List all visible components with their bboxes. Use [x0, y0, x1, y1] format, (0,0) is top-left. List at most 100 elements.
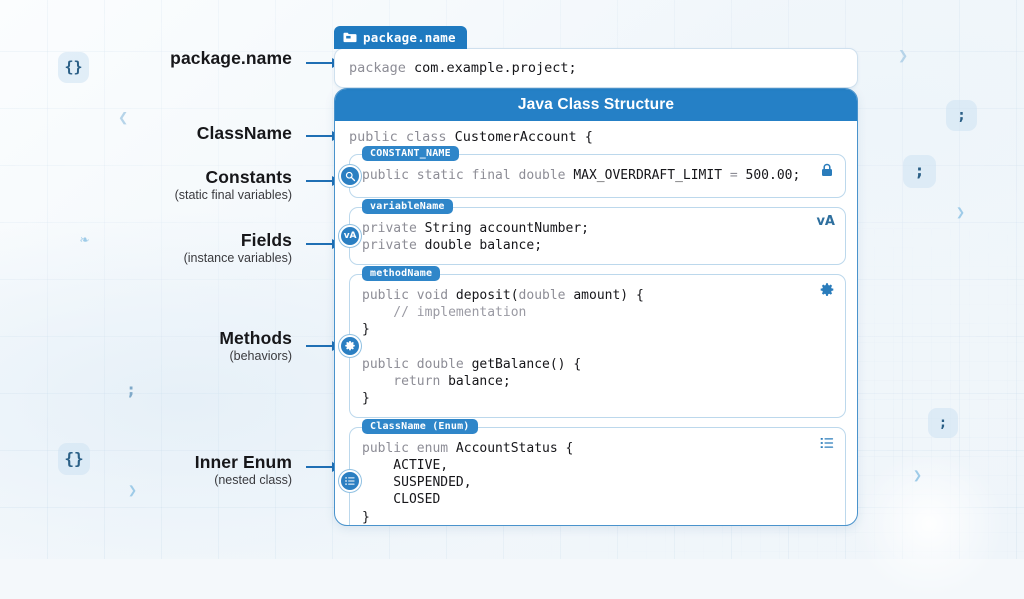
member-card[interactable]: ClassName (Enum) public enum AccountStatu… [339, 418, 846, 525]
code-token: } [362, 322, 370, 338]
code-token: MAX_OVERDRAFT_LIMIT [573, 168, 730, 183]
class-name-value: CustomerAccount { [446, 129, 593, 145]
annotation-title: Inner Enum [194, 452, 292, 472]
code-token: 500.00; [745, 168, 801, 183]
code-token: AccountStatus { [455, 440, 574, 456]
gear-icon [819, 282, 835, 298]
member-type-pill: methodName [362, 265, 441, 281]
code-line: } [362, 390, 811, 407]
code-token: ACTIVE, [362, 457, 449, 473]
decorative-glyph: {} [58, 52, 89, 83]
annotation-inner-enum: Inner Enum (nested class) [194, 452, 292, 488]
member-bullet-key-lock-icon[interactable] [339, 165, 361, 187]
gear-icon [345, 340, 355, 350]
code-token: getBalance() { [471, 356, 582, 372]
code-token: balance; [448, 373, 511, 389]
code-token: CLOSED [362, 492, 441, 508]
member-code: public static final double MAX_OVERDRAFT… [362, 167, 811, 184]
code-token: return [362, 373, 449, 389]
code-line: public enum AccountStatus { [362, 440, 811, 457]
code-line: SUSPENDED, [362, 474, 811, 491]
decorative-glyph: {} [58, 443, 90, 475]
code-line: CLOSED [362, 491, 811, 508]
class-signature: public class CustomerAccount { [335, 121, 857, 149]
code-token: private [362, 238, 425, 254]
decorative-glyph: ❯ [913, 466, 923, 484]
member-code: public enum AccountStatus { ACTIVE, SUSP… [362, 440, 811, 525]
annotation-title: ClassName [196, 123, 292, 143]
member-bullet-variable-icon[interactable]: vA [339, 224, 361, 247]
code-line: public void deposit(double amount) { [362, 287, 811, 304]
package-tab-label: package.name [363, 30, 456, 45]
code-line: } [362, 321, 811, 338]
class-card-header: Java Class Structure [335, 89, 857, 121]
package-tab[interactable]: package.name [334, 26, 467, 49]
annotation-title: Methods [219, 328, 292, 348]
code-token: public double [362, 356, 472, 372]
member-code: private String accountNumber;private dou… [362, 220, 811, 255]
package-statement-box: package com.example.project; [334, 48, 858, 88]
background-glow [854, 449, 1004, 599]
code-token: } [362, 509, 370, 525]
code-token: amount) { [573, 287, 644, 303]
decorative-glyph: ❯ [898, 46, 909, 66]
annotation-title: Constants [205, 167, 292, 187]
variable-text-icon: vA [816, 214, 835, 229]
member-type-pill: variableName [362, 199, 453, 214]
key-lock-icon [345, 171, 356, 182]
code-line: } [362, 509, 811, 525]
decorative-glyph: ; [928, 408, 958, 438]
code-token: SUSPENDED, [362, 475, 472, 491]
decorative-glyph: ; [126, 380, 137, 400]
code-token: public void [362, 287, 456, 303]
member-type-pill: ClassName (Enum) [362, 418, 478, 434]
package-keyword: package [349, 60, 406, 76]
annotation-subtitle: (behaviors) [229, 349, 292, 364]
code-token: public static final double [362, 168, 574, 183]
code-line: public double getBalance() { [362, 356, 811, 373]
code-token: public enum [362, 440, 456, 456]
member-card[interactable]: variableName vA vA private String accountNu… [339, 199, 846, 265]
decorative-glyph: ❮ [118, 108, 129, 128]
class-keyword: public class [349, 129, 447, 145]
member-code: public void deposit(double amount) { // … [362, 287, 811, 408]
decorative-glyph: ; [903, 155, 936, 188]
decorative-glyph: ❧ [80, 230, 90, 248]
code-token: deposit( [455, 287, 519, 303]
code-token: String accountNumber; [424, 221, 589, 236]
member-type-pill: CONSTANT_NAME [362, 146, 459, 161]
list-icon [345, 477, 355, 485]
annotation-title: Fields [240, 230, 292, 250]
folder-icon [343, 32, 357, 43]
annotation-subtitle: (static final variables) [174, 188, 292, 203]
member-bullet-list-icon[interactable] [339, 470, 361, 493]
package-block: package.name package com.example.project… [334, 26, 858, 88]
code-token: = [729, 168, 746, 183]
annotation-labels: package.name ClassName Constants (static… [0, 0, 341, 559]
code-line: ACTIVE, [362, 457, 811, 474]
code-line: public static final double MAX_OVERDRAFT… [362, 167, 811, 184]
annotation-constants: Constants (static final variables) [174, 167, 292, 203]
decorative-glyph: ❯ [956, 203, 966, 221]
annotation-subtitle: (instance variables) [183, 251, 292, 266]
annotation-class-name: ClassName [196, 123, 292, 143]
bullet-label: vA [343, 230, 357, 241]
decorative-glyph: ❯ [128, 481, 138, 499]
code-token: double balance; [424, 238, 543, 254]
code-token: // implementation [362, 304, 527, 320]
class-structure-card: Java Class Structure public class Custom… [334, 88, 858, 526]
code-token: double [518, 287, 574, 303]
annotation-subtitle: (nested class) [214, 473, 292, 488]
code-line: // implementation [362, 304, 811, 321]
decorative-glyph: ; [946, 100, 977, 131]
annotation-package-name: package.name [170, 48, 292, 68]
code-token: } [362, 391, 370, 407]
member-card[interactable]: methodName public void deposit(double amo… [339, 265, 846, 418]
code-line: private double balance; [362, 237, 811, 254]
member-bullet-gear-icon[interactable] [339, 334, 361, 357]
list-icon [819, 435, 835, 451]
code-line: private String accountNumber; [362, 220, 811, 237]
code-token: private [362, 221, 425, 236]
